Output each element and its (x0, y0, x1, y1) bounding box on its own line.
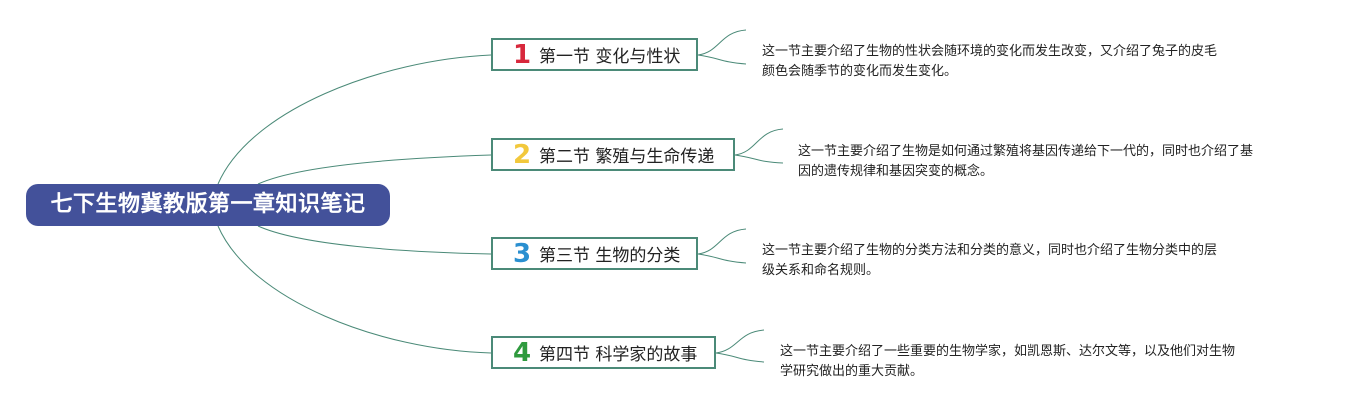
root-to-topic-2-line (257, 154, 492, 185)
root-to-topic-4-line (217, 225, 492, 354)
root-node[interactable]: 七下生物冀教版第一章知识笔记 (26, 184, 390, 226)
note-line: 因的遗传规律和基因突变的概念。 (798, 164, 994, 179)
number-1-icon: 1 (512, 39, 532, 70)
topic-1-note-fork (697, 29, 747, 65)
root-title: 七下生物冀教版第一章知识笔记 (50, 192, 366, 217)
number-4-icon: 4 (512, 337, 532, 368)
note-line: 这一节主要介绍了一些重要的生物学家，如凯恩斯、达尔文等，以及他们对生物 (780, 344, 1236, 359)
note-line: 这一节主要介绍了生物的分类方法和分类的意义，同时也介绍了生物分类中的层 (762, 243, 1218, 258)
topic-node-3[interactable]: 3 第三节 生物的分类 (491, 237, 698, 270)
note-line: 学研究做出的重大贡献。 (780, 364, 924, 379)
topic-4-note-fork (715, 329, 765, 363)
root-to-topic-1-line (217, 54, 492, 185)
topic-label: 第三节 生物的分类 (539, 246, 681, 266)
note-line: 级关系和命名规则。 (762, 263, 880, 278)
topic-2-note-fork (734, 128, 784, 164)
root-to-topic-3-line (257, 225, 492, 255)
topic-3-note: 这一节主要介绍了生物的分类方法和分类的意义，同时也介绍了生物分类中的层 级关系和… (762, 241, 1217, 281)
topic-label: 第四节 科学家的故事 (539, 345, 698, 365)
topic-3-note-fork (697, 228, 747, 264)
number-2-icon: 2 (512, 139, 532, 170)
topic-1-note: 这一节主要介绍了生物的性状会随环境的变化而发生改变，又介绍了兔子的皮毛 颜色会随… (762, 42, 1217, 82)
note-line: 颜色会随季节的变化而发生变化。 (762, 64, 958, 79)
note-line: 这一节主要介绍了生物的性状会随环境的变化而发生改变，又介绍了兔子的皮毛 (762, 44, 1218, 59)
number-3-icon: 3 (512, 238, 532, 269)
topic-node-2[interactable]: 2 第二节 繁殖与生命传递 (491, 138, 735, 171)
topic-2-note: 这一节主要介绍了生物是如何通过繁殖将基因传递给下一代的，同时也介绍了基 因的遗传… (798, 142, 1253, 182)
note-line: 这一节主要介绍了生物是如何通过繁殖将基因传递给下一代的，同时也介绍了基 (798, 144, 1254, 159)
topic-node-4[interactable]: 4 第四节 科学家的故事 (491, 336, 716, 369)
topic-label: 第一节 变化与性状 (539, 47, 681, 67)
topic-4-note: 这一节主要介绍了一些重要的生物学家，如凯恩斯、达尔文等，以及他们对生物 学研究做… (780, 342, 1235, 382)
topic-label: 第二节 繁殖与生命传递 (539, 147, 715, 167)
topic-node-1[interactable]: 1 第一节 变化与性状 (491, 38, 698, 71)
